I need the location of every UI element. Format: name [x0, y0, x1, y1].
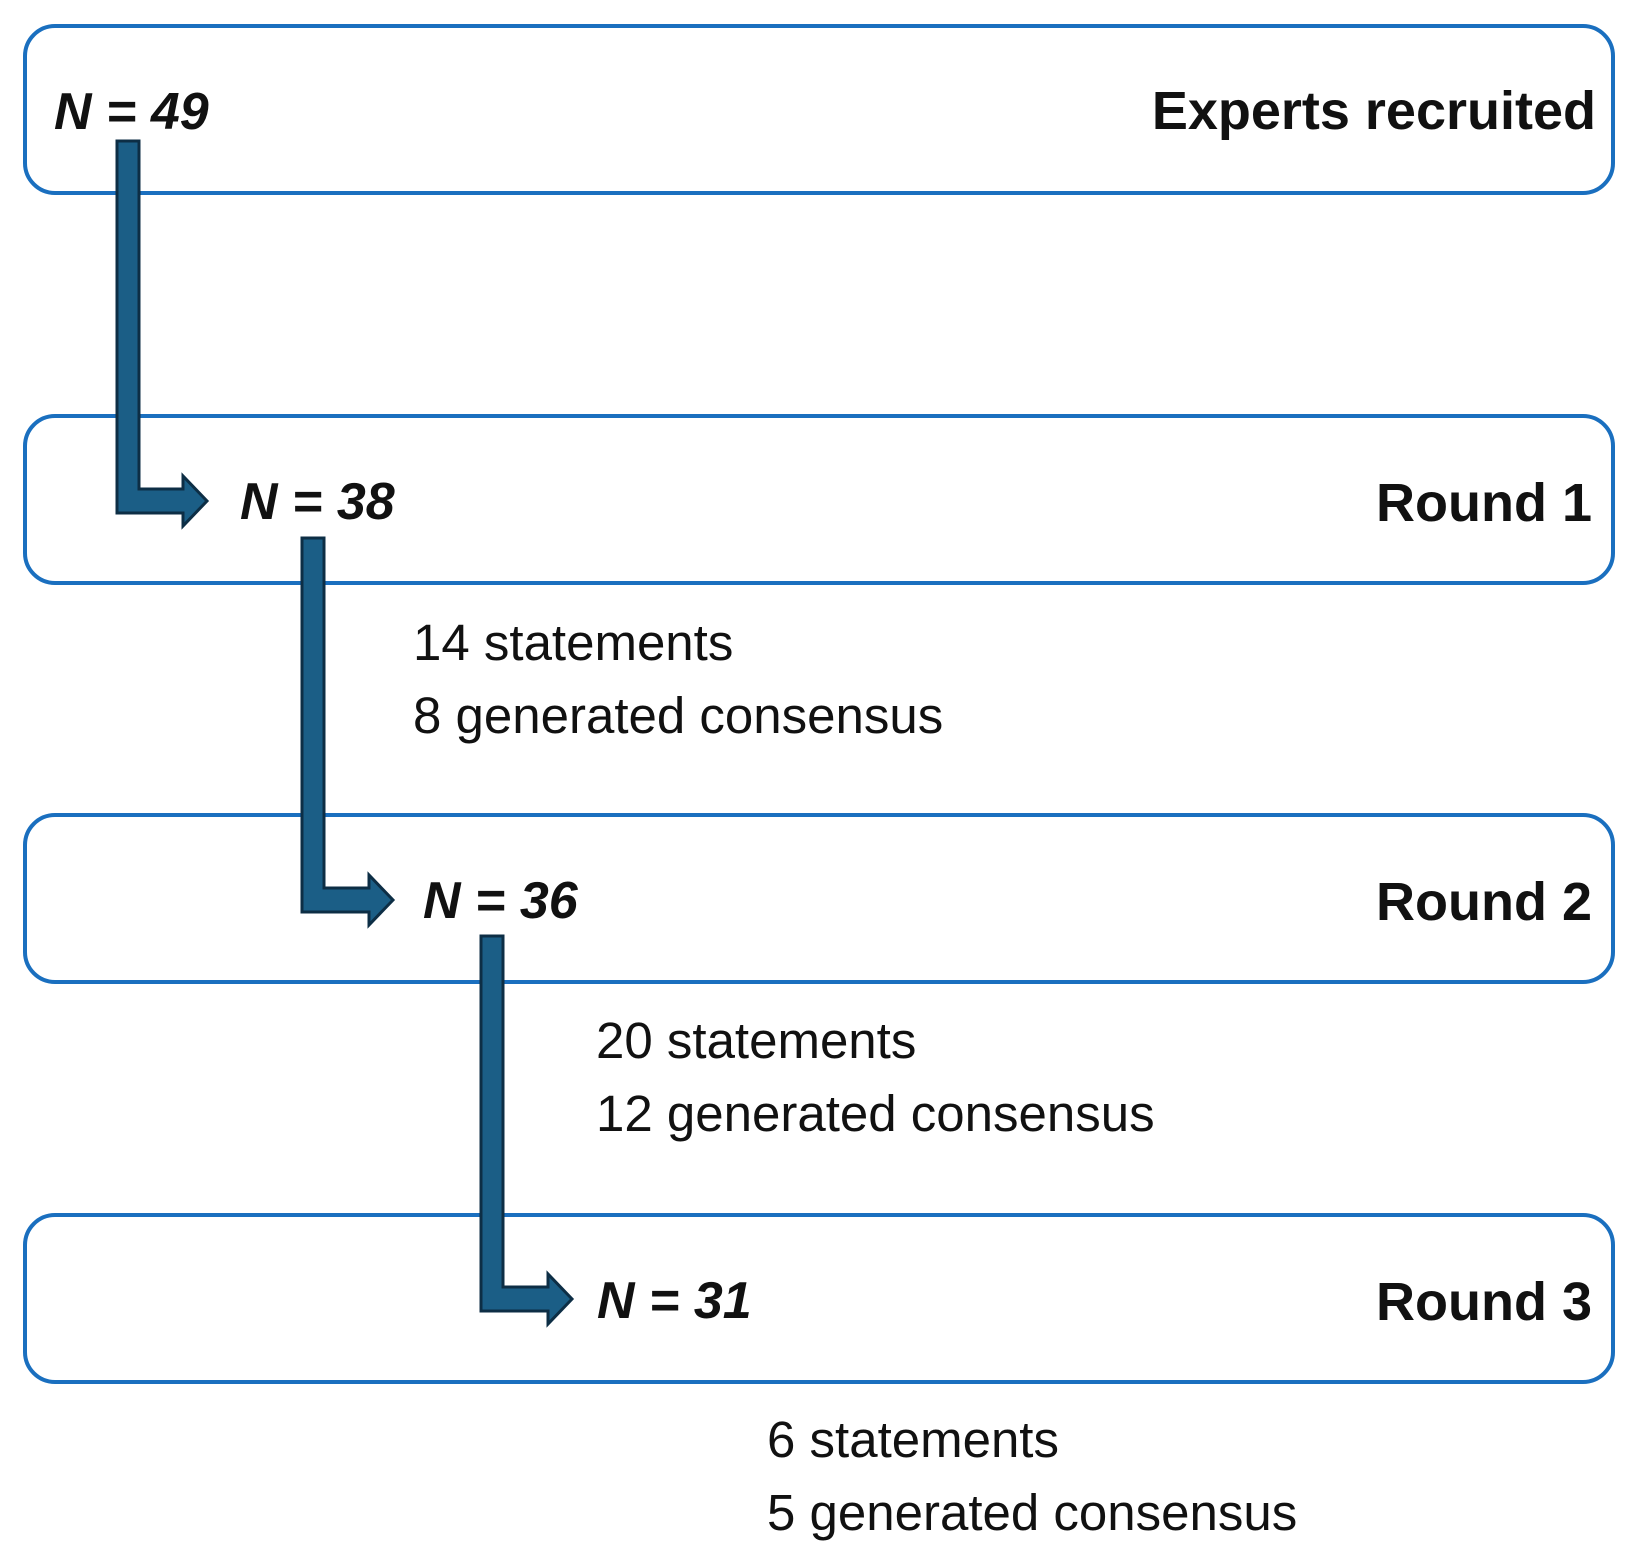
stage-box-experts-recruited	[23, 24, 1615, 195]
stage-label-round-2: Round 2	[1376, 872, 1592, 932]
n-count-round-3: N = 31	[597, 1272, 752, 1330]
stage-label-round-3: Round 3	[1376, 1272, 1592, 1332]
round-3-outcome: 6 statements 5 generated consensus	[767, 1403, 1297, 1549]
stage-box-round-3	[23, 1213, 1615, 1384]
round-3-consensus: 5 generated consensus	[767, 1484, 1298, 1541]
round-3-statements: 6 statements	[767, 1411, 1059, 1468]
round-2-outcome: 20 statements 12 generated consensus	[596, 1004, 1155, 1150]
flow-arrow-2	[300, 536, 396, 929]
stage-box-round-1	[23, 414, 1615, 585]
stage-box-round-2	[23, 813, 1615, 984]
round-1-outcome: 14 statements 8 generated consensus	[413, 606, 943, 752]
stage-label-round-1: Round 1	[1376, 473, 1592, 533]
round-2-statements: 20 statements	[596, 1012, 917, 1069]
n-count-experts: N = 49	[54, 83, 209, 141]
round-1-statements: 14 statements	[413, 614, 734, 671]
n-count-round-2: N = 36	[423, 872, 578, 930]
flow-arrow-3	[479, 934, 575, 1328]
round-1-consensus: 8 generated consensus	[413, 687, 944, 744]
stage-label-experts-recruited: Experts recruited	[1151, 81, 1596, 141]
n-count-round-1: N = 38	[240, 473, 395, 531]
flow-arrow-1	[115, 139, 210, 530]
round-2-consensus: 12 generated consensus	[596, 1085, 1155, 1142]
